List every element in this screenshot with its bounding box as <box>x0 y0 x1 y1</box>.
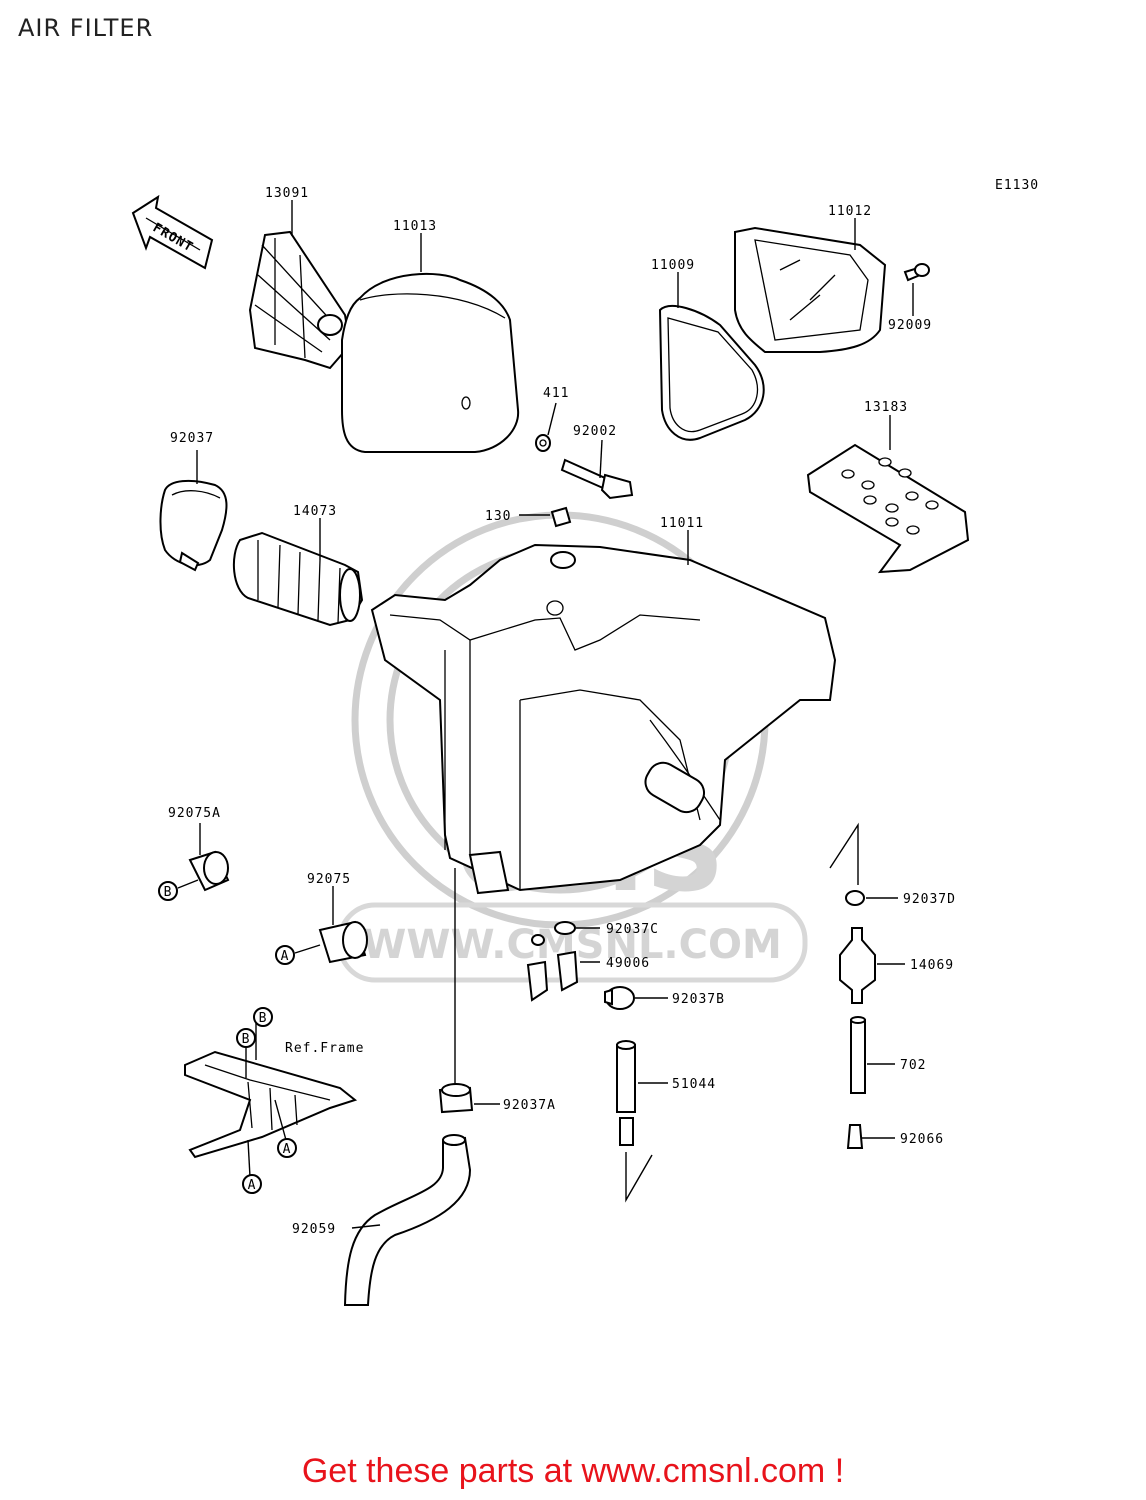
part-411-washer <box>535 402 557 452</box>
footer-promo-link[interactable]: Get these parts at www.cmsnl.com ! <box>301 1452 845 1490</box>
part-number-11011: 11011 <box>660 516 704 531</box>
part-92075-sleeve <box>294 886 368 964</box>
ref-marker-b3: B <box>236 1028 256 1048</box>
ref-marker-a2: A <box>277 1138 297 1158</box>
svg-text:A: A <box>248 1178 257 1193</box>
part-number-92037d: 92037D <box>903 892 956 907</box>
part-92037b-clamp <box>604 986 668 1010</box>
part-number-13183: 13183 <box>864 400 908 415</box>
part-11012-cover <box>734 218 887 353</box>
part-92009-screw <box>903 263 930 316</box>
part-14073-duct <box>232 518 364 627</box>
part-14069-filter <box>839 927 905 1004</box>
ref-marker-a3: A <box>242 1174 262 1194</box>
part-92066-plug <box>846 1124 895 1149</box>
part-92059-hose <box>343 1134 472 1306</box>
part-11009-gasket <box>658 272 765 441</box>
svg-text:A: A <box>281 949 290 964</box>
part-92037a-clamp <box>438 1083 500 1114</box>
part-number-92009: 92009 <box>888 318 932 333</box>
front-arrow-icon: FRONT <box>131 194 214 270</box>
diagram-id: E1130 <box>995 178 1039 193</box>
part-number-411: 411 <box>543 386 569 401</box>
part-11011-air-box <box>370 530 837 895</box>
part-92002-bolt <box>560 439 634 500</box>
part-13183-plate <box>806 415 970 574</box>
page-title: AIR FILTER <box>18 14 154 42</box>
part-number-92075a: 92075A <box>168 806 221 821</box>
part-number-92059: 92059 <box>292 1222 336 1237</box>
part-number-92066: 92066 <box>900 1132 944 1147</box>
part-702-tube <box>850 1016 895 1094</box>
part-130-bolt <box>519 506 572 528</box>
part-92075a-sleeve <box>177 823 230 892</box>
part-11013-filter-element <box>341 233 520 453</box>
part-number-92002: 92002 <box>573 424 617 439</box>
part-number-92037: 92037 <box>170 431 214 446</box>
part-92037c-clip <box>531 921 600 946</box>
part-number-92037a: 92037A <box>503 1098 556 1113</box>
svg-text:B: B <box>164 885 173 900</box>
ref-frame-label: Ref.Frame <box>285 1041 364 1056</box>
part-number-92037b: 92037B <box>672 992 725 1007</box>
svg-text:B: B <box>242 1032 251 1047</box>
part-number-92075: 92075 <box>307 872 351 887</box>
part-number-14069: 14069 <box>910 958 954 973</box>
part-number-92037c: 92037C <box>606 922 659 937</box>
part-number-11012: 11012 <box>828 204 872 219</box>
part-92037-clamp <box>159 450 228 572</box>
part-number-11013: 11013 <box>393 219 437 234</box>
part-number-51044: 51044 <box>672 1077 716 1092</box>
part-13091-filter-cage <box>248 200 352 370</box>
part-number-49006: 49006 <box>606 956 650 971</box>
part-number-11009: 11009 <box>651 258 695 273</box>
ref-marker-b1: B <box>158 881 178 901</box>
part-92037d-clip <box>829 822 898 906</box>
svg-text:A: A <box>283 1142 292 1157</box>
part-number-14073: 14073 <box>293 504 337 519</box>
ref-marker-a1: A <box>275 945 295 965</box>
part-number-130: 130 <box>485 509 511 524</box>
part-51044-tube <box>616 1040 668 1203</box>
ref-marker-b2: B <box>253 1007 273 1027</box>
part-49006-caps <box>526 950 600 1002</box>
svg-text:B: B <box>259 1011 268 1026</box>
part-number-13091: 13091 <box>265 186 309 201</box>
part-number-702: 702 <box>900 1058 926 1073</box>
